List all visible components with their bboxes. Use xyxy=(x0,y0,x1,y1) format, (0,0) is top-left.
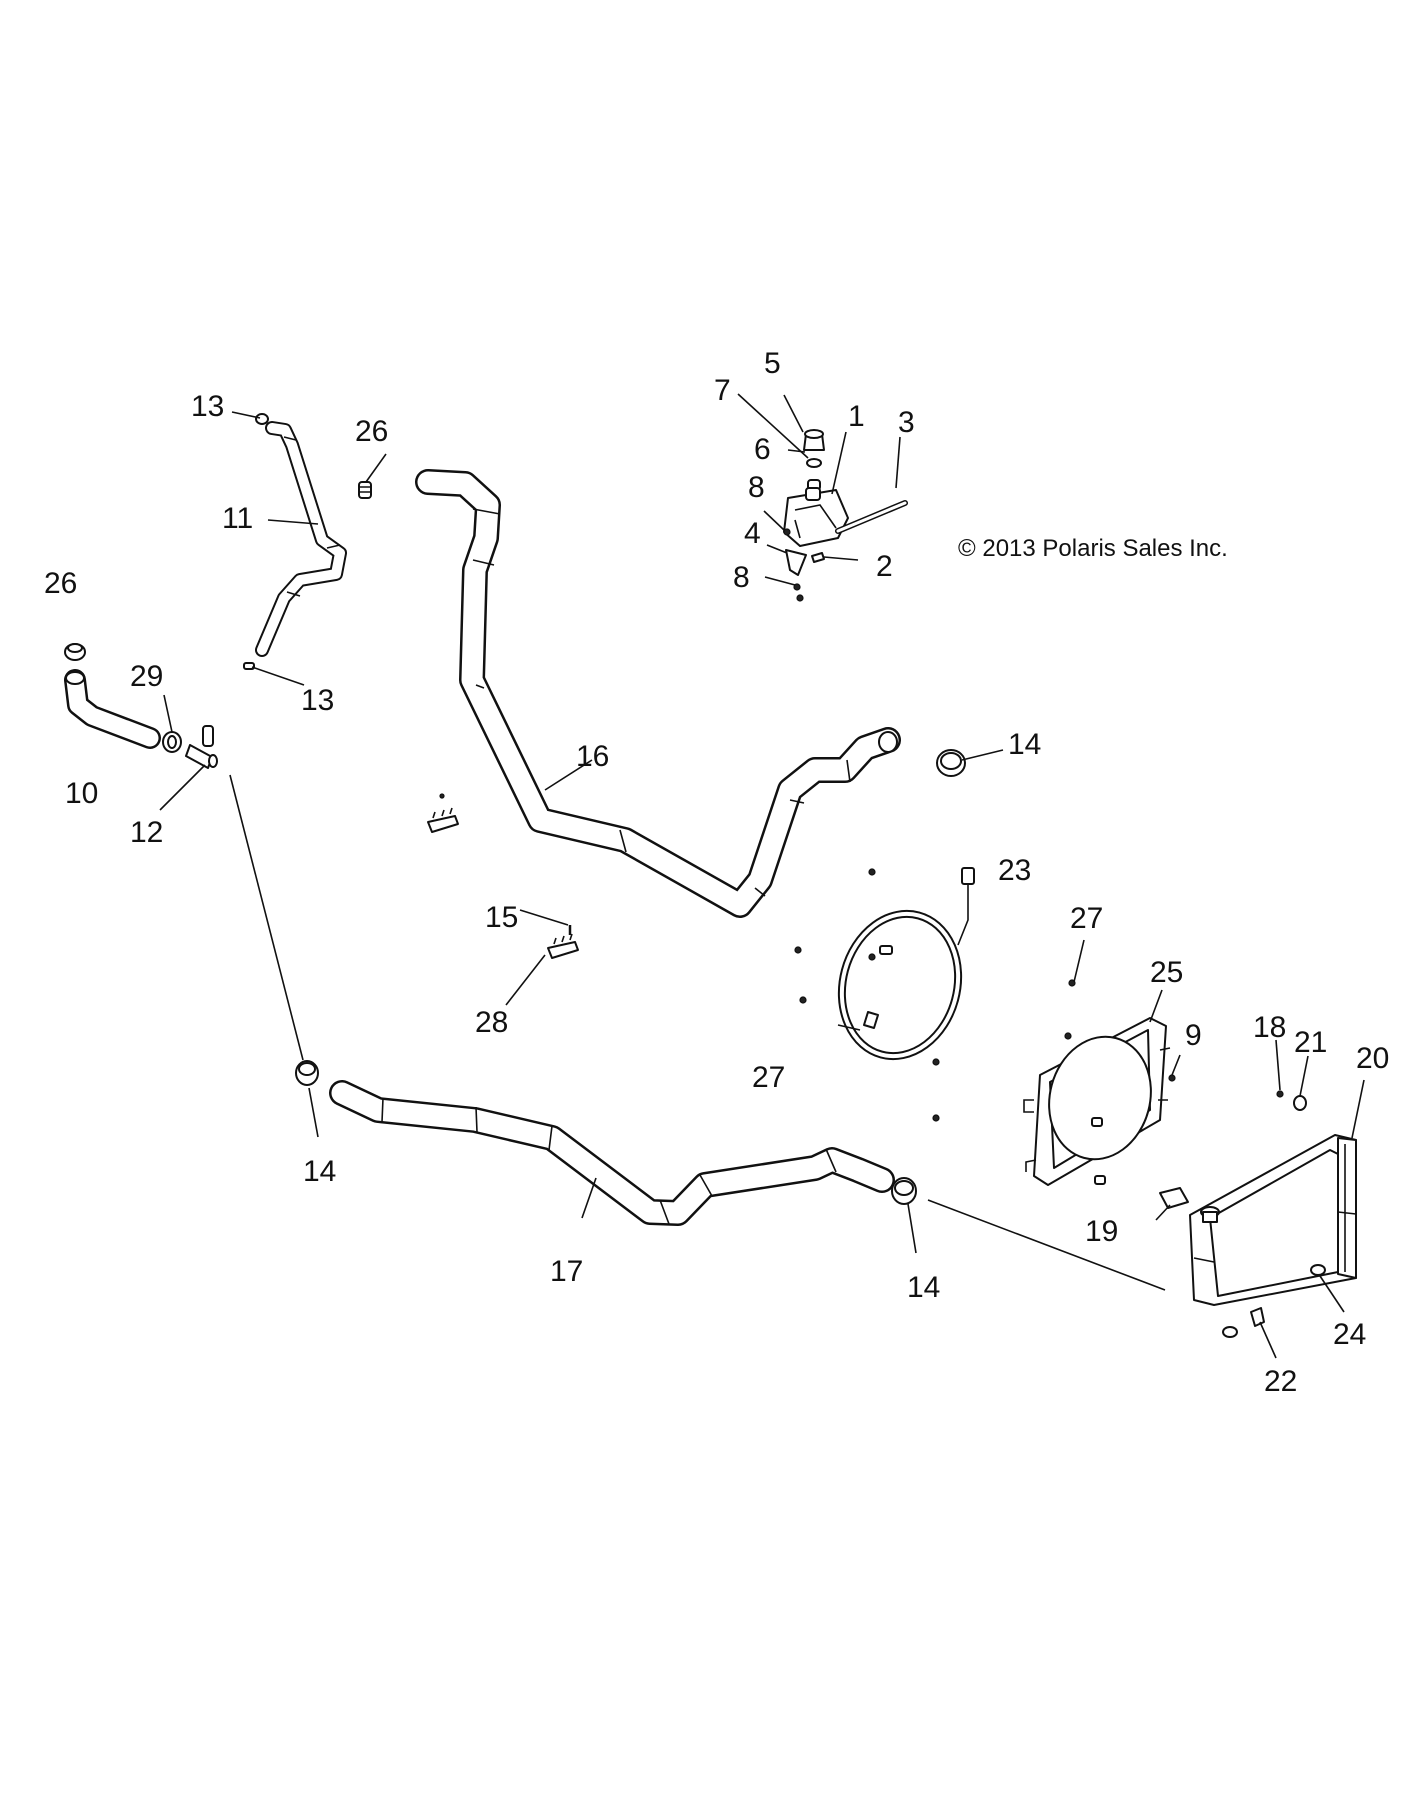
clamp-14-upper xyxy=(936,749,966,777)
hose-17 xyxy=(329,1080,895,1226)
callout-13-lower: 13 xyxy=(301,684,334,717)
callout-8-upper: 8 xyxy=(748,471,765,504)
callout-27-upper: 27 xyxy=(1070,902,1103,935)
callout-20: 20 xyxy=(1356,1042,1389,1075)
callout-16: 16 xyxy=(576,740,609,773)
grommet-24 xyxy=(1310,1264,1326,1276)
callout-9: 9 xyxy=(1185,1019,1202,1052)
cap-5 xyxy=(803,429,825,451)
oring-7 xyxy=(806,458,822,468)
fitting-18 xyxy=(1276,1090,1284,1098)
callout-23: 23 xyxy=(998,854,1031,887)
callout-14-upper: 14 xyxy=(1008,728,1041,761)
callout-29: 29 xyxy=(130,660,163,693)
callout-19: 19 xyxy=(1085,1215,1118,1248)
hose-10 xyxy=(64,669,161,749)
screw-9 xyxy=(1168,1074,1176,1082)
connector-12 xyxy=(185,725,218,769)
callout-18: 18 xyxy=(1253,1011,1286,1044)
fan-screws xyxy=(794,868,1076,1122)
hose-11 xyxy=(255,421,347,657)
clip-28 xyxy=(547,933,579,959)
copyright-text: © 2013 Polaris Sales Inc. xyxy=(958,535,1228,562)
clip-upper xyxy=(427,793,459,833)
callout-21: 21 xyxy=(1294,1026,1327,1059)
callout-13-upper: 13 xyxy=(191,390,224,423)
drain-22 xyxy=(1250,1307,1265,1327)
fitting-2 xyxy=(811,552,825,563)
callout-1: 1 xyxy=(848,400,865,433)
callout-17: 17 xyxy=(550,1255,583,1288)
callout-5: 5 xyxy=(764,347,781,380)
clamp-29 xyxy=(162,731,182,753)
fitting-13-lower xyxy=(243,662,255,670)
callout-22: 22 xyxy=(1264,1365,1297,1398)
callout-14-left: 14 xyxy=(303,1155,336,1188)
callout-11: 11 xyxy=(222,502,253,535)
callout-15: 15 xyxy=(485,901,518,934)
callout-27-lower: 27 xyxy=(752,1061,785,1094)
callout-25: 25 xyxy=(1150,956,1183,989)
clamp-14-left xyxy=(295,1060,319,1086)
callout-24: 24 xyxy=(1333,1318,1366,1351)
clamp-26-upper xyxy=(358,481,372,499)
callout-26-upper: 26 xyxy=(355,415,388,448)
callout-12: 12 xyxy=(130,816,163,849)
callout-2: 2 xyxy=(876,550,893,583)
callout-26-left: 26 xyxy=(44,567,77,600)
hose-16 xyxy=(415,469,901,918)
screw-8-upper xyxy=(783,528,791,536)
reservoir-1 xyxy=(783,487,849,547)
callout-3: 3 xyxy=(898,406,915,439)
callout-28: 28 xyxy=(475,1006,508,1039)
callout-10: 10 xyxy=(65,777,98,810)
fitting-13-upper xyxy=(255,413,269,425)
clamp-26-left xyxy=(64,643,86,661)
grommet-bottom xyxy=(1222,1326,1238,1338)
dipstick-3 xyxy=(835,500,908,534)
clamp-14-right xyxy=(891,1177,917,1205)
sensor-19 xyxy=(1159,1187,1189,1209)
callout-8-lower: 8 xyxy=(733,561,750,594)
callout-labels: 13 11 13 26 26 29 10 12 16 14 15 28 14 1… xyxy=(44,347,1389,1398)
callout-6: 6 xyxy=(754,433,771,466)
shroud-25 xyxy=(1023,1017,1171,1186)
screw-8-lower xyxy=(793,583,804,602)
radiator-20 xyxy=(1189,1134,1357,1306)
fitting-21 xyxy=(1293,1095,1307,1111)
fan-23 xyxy=(837,867,975,1061)
callout-4: 4 xyxy=(744,517,761,550)
callout-7: 7 xyxy=(714,374,731,407)
bracket-4 xyxy=(785,549,807,576)
callout-14-right: 14 xyxy=(907,1271,940,1304)
leader-lines xyxy=(159,393,1365,1359)
